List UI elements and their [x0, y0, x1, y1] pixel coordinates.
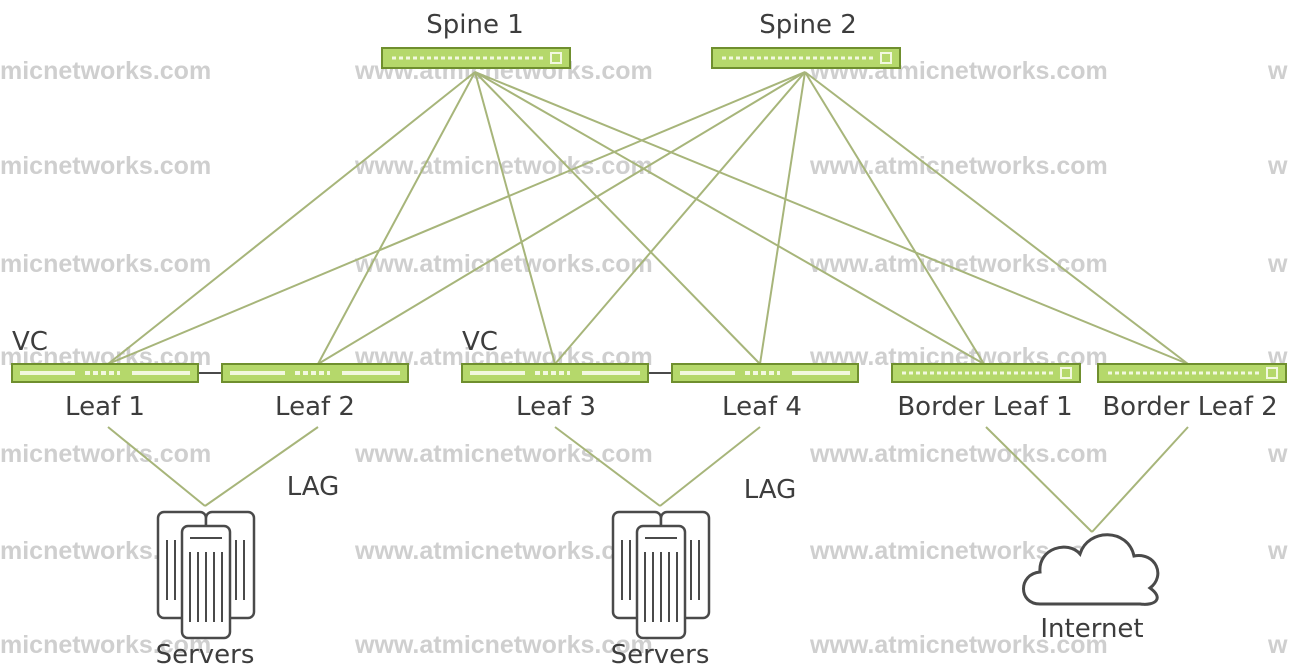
watermark-text: micnetworks.com: [0, 152, 212, 180]
servers-left-icon: [156, 510, 256, 640]
lag-label-left: LAG: [286, 472, 340, 502]
border-leaf1-switch-icon: [891, 363, 1081, 383]
servers-right-icon: [611, 510, 711, 640]
leaf2-label: Leaf 2: [275, 392, 355, 422]
link-spine1-leaf3: [474, 71, 556, 365]
leaf3-switch-icon: [461, 363, 649, 383]
lag-label-right: LAG: [743, 475, 797, 505]
border-leaf2-switch-icon: [1097, 363, 1287, 383]
spine1-switch-icon: [381, 47, 571, 69]
watermark-text: www.atmicnetworks.com: [810, 631, 1108, 659]
watermark-text: www.atmicnetworks.com: [810, 440, 1108, 468]
link-spine2-leaf3: [554, 71, 806, 365]
link-spine1-border-leaf2: [474, 71, 1189, 365]
link-spine2-border-leaf2: [804, 71, 1189, 365]
watermark-text: www.atmicnetworks.com: [355, 250, 653, 278]
leaf3-label: Leaf 3: [516, 392, 596, 422]
link-leaf4-servers: [659, 426, 761, 507]
spine2-switch-icon: [711, 47, 901, 69]
watermark-text: micnetworks.com: [0, 57, 212, 85]
link-spine2-border-leaf1: [804, 71, 985, 365]
watermark-text: w: [1268, 631, 1288, 659]
servers-left-label: Servers: [155, 640, 255, 670]
border-leaf2-label: Border Leaf 2: [1102, 392, 1278, 422]
leaf4-label: Leaf 4: [722, 392, 802, 422]
link-leaf1-servers: [107, 426, 206, 507]
servers-right-label: Servers: [610, 640, 710, 670]
cloud-icon: [1022, 533, 1160, 606]
vc-label-left: VC: [12, 327, 48, 357]
leaf2-switch-icon: [221, 363, 409, 383]
link-leaf3-servers: [554, 426, 661, 507]
link-spine2-leaf1: [107, 71, 806, 365]
watermark-text: micnetworks.com: [0, 631, 212, 659]
leaf1-label: Leaf 1: [65, 392, 145, 422]
watermark-text: micnetworks.com: [0, 440, 212, 468]
watermark-text: w: [1268, 250, 1288, 278]
link-spine2-leaf4: [759, 71, 806, 365]
watermark-text: w: [1268, 57, 1288, 85]
link-border-leaf1-internet: [985, 426, 1093, 533]
link-border-leaf2-internet: [1091, 426, 1189, 533]
spine2-label: Spine 2: [759, 10, 857, 40]
watermark-text: www.atmicnetworks.com: [355, 537, 653, 565]
link-spine2-leaf2: [317, 71, 806, 365]
leaf4-switch-icon: [671, 363, 859, 383]
link-spine1-leaf4: [474, 71, 761, 365]
watermark-text: micnetworks.com: [0, 250, 212, 278]
border-leaf1-label: Border Leaf 1: [897, 392, 1073, 422]
fabric-links: [107, 71, 1189, 533]
vc-label-right: VC: [462, 327, 498, 357]
internet-label: Internet: [1040, 614, 1144, 644]
watermark-text: w: [1268, 152, 1288, 180]
link-spine1-border-leaf1: [474, 71, 985, 365]
watermark-text: www.atmicnetworks.com: [810, 152, 1108, 180]
watermark-text: w: [1268, 440, 1288, 468]
watermark-text: www.atmicnetworks.com: [355, 631, 653, 659]
link-spine1-leaf2: [317, 71, 476, 365]
watermark-text: w: [1268, 537, 1288, 565]
link-leaf2-servers: [204, 426, 319, 507]
leaf1-switch-icon: [11, 363, 199, 383]
spine1-label: Spine 1: [426, 10, 524, 40]
link-spine1-leaf1: [107, 71, 476, 365]
